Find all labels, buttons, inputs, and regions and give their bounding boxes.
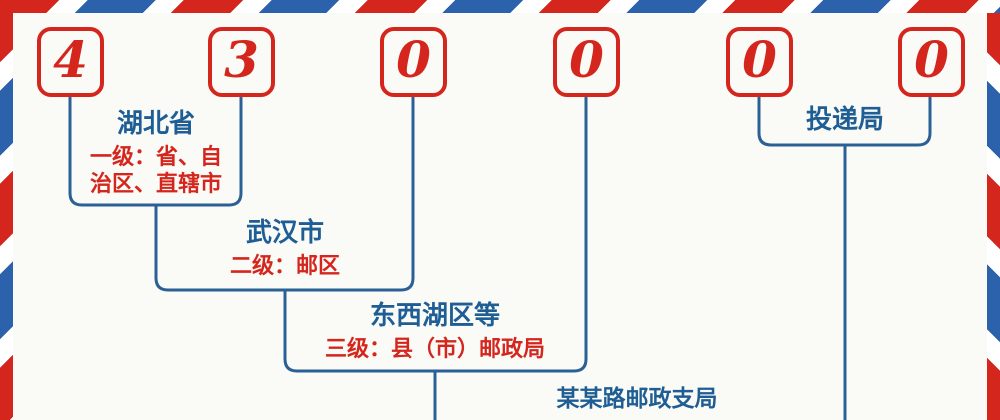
airmail-border-right-icon: [987, 0, 1000, 420]
digit-box-4: 0: [553, 27, 620, 97]
label-delivery-office: 投递局: [765, 105, 925, 135]
digit-1: 4: [53, 30, 88, 89]
digit-box-3: 0: [380, 27, 447, 97]
airmail-border-left-icon: [0, 0, 13, 420]
label-branch-office-title: 某某路邮政支局: [556, 386, 718, 411]
digit-box-1: 4: [37, 27, 104, 97]
label-district-title: 东西湖区等: [369, 301, 500, 330]
label-province-title: 湖北省: [116, 109, 195, 138]
digit-box-5: 0: [726, 27, 793, 97]
label-branch-office: 某某路邮政支局: [502, 386, 772, 411]
digit-3: 0: [396, 30, 431, 89]
digit-2: 3: [224, 30, 259, 89]
label-province: 湖北省 一级：省、自 治区、直辖市: [71, 109, 241, 198]
digit-4: 0: [569, 30, 604, 89]
airmail-border-top-icon: [0, 0, 1000, 13]
label-district-subtitle: 三级：县（市）邮政局: [324, 335, 545, 361]
label-delivery-office-title: 投递局: [805, 105, 884, 134]
digit-box-6: 0: [898, 27, 965, 97]
label-city-subtitle: 二级：邮区: [229, 252, 340, 278]
digit-6: 0: [914, 30, 949, 89]
label-city-title: 武汉市: [245, 218, 324, 247]
label-province-subtitle: 一级：省、自 治区、直辖市: [89, 143, 222, 197]
digit-5: 0: [742, 30, 777, 89]
label-city: 武汉市 二级：邮区: [185, 218, 385, 279]
label-district: 东西湖区等 三级：县（市）邮政局: [300, 301, 570, 362]
digit-box-2: 3: [208, 27, 275, 97]
